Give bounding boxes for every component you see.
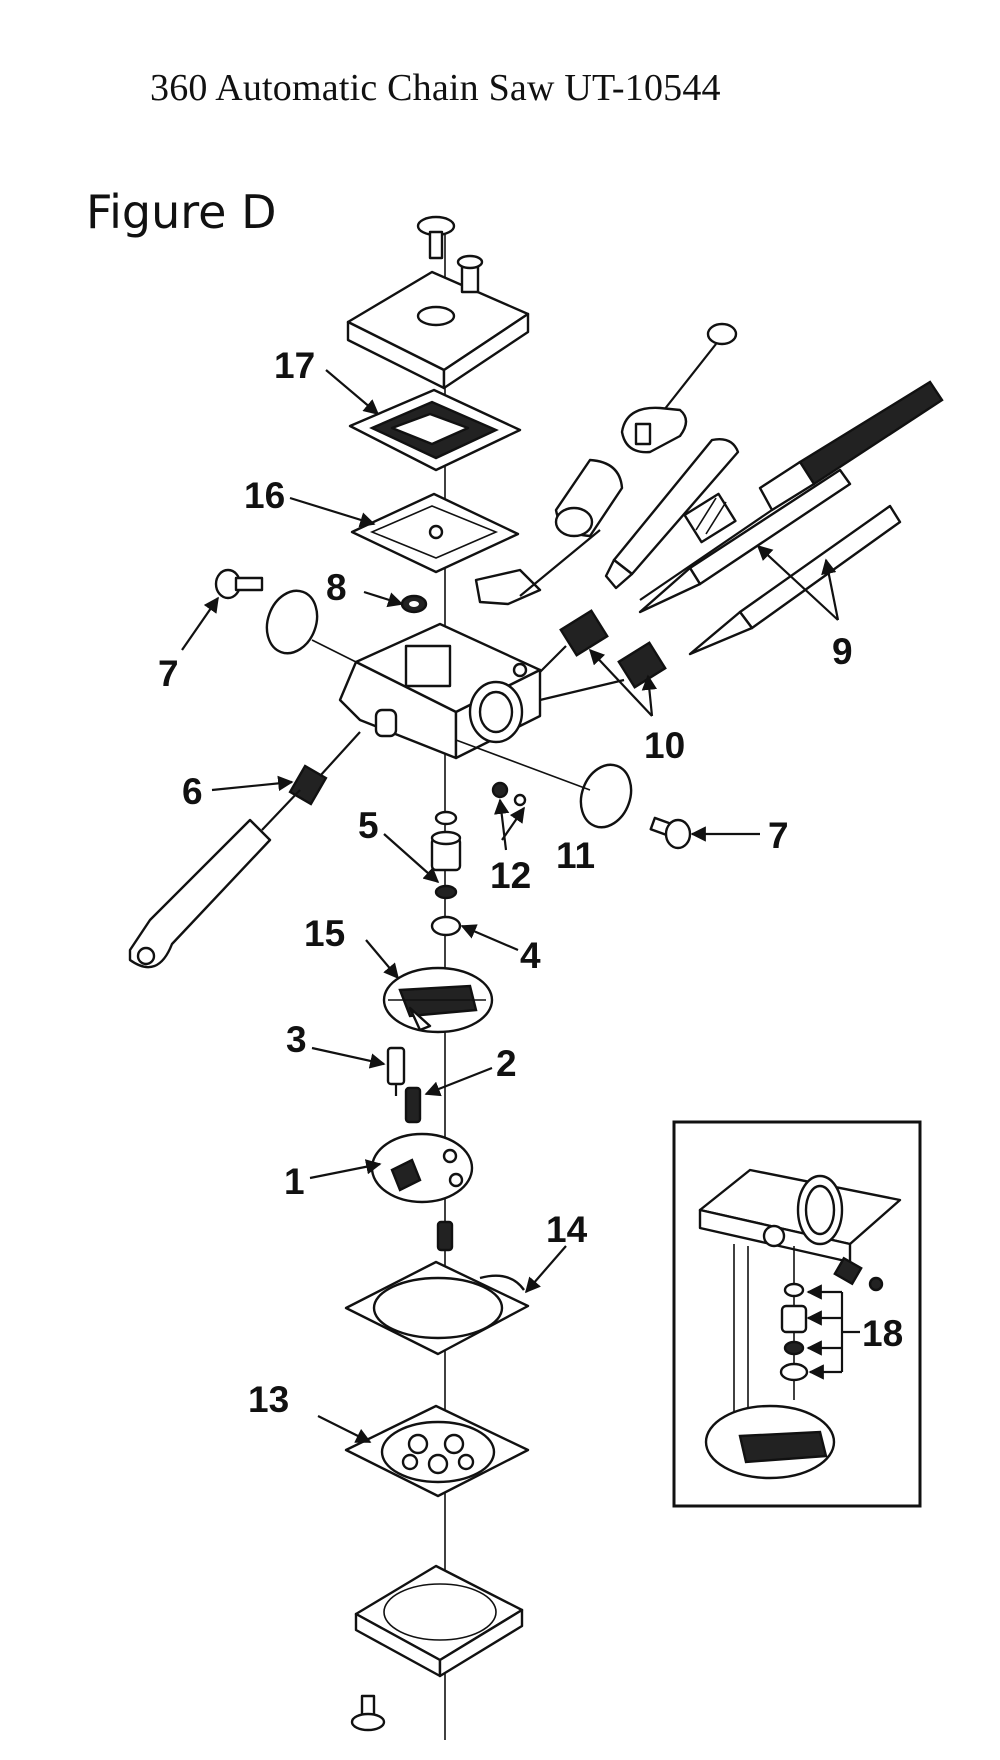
part-11-ball xyxy=(513,793,527,807)
callout-9: 9 xyxy=(832,631,853,672)
callout-12: 12 xyxy=(490,855,531,896)
spring-left xyxy=(539,609,609,673)
callout-13: 13 xyxy=(248,1379,289,1420)
callout-4: 4 xyxy=(520,935,541,976)
choke-lever xyxy=(128,789,301,969)
spring-right xyxy=(539,641,667,702)
callout-3: 3 xyxy=(286,1019,307,1060)
part-15-metering-plate xyxy=(382,966,494,1034)
callout-18: 18 xyxy=(862,1313,903,1354)
callout-7-right: 7 xyxy=(768,815,789,856)
part-2-spring xyxy=(404,1086,422,1124)
part-13-diaphragm xyxy=(344,1404,530,1498)
callout-8: 8 xyxy=(326,567,347,608)
throttle-shaft xyxy=(604,438,740,590)
part-5-check-valve xyxy=(430,810,462,900)
left-screw xyxy=(214,568,264,600)
callout-16: 16 xyxy=(244,475,285,516)
callout-15: 15 xyxy=(304,913,345,954)
shaft-lever xyxy=(474,529,601,606)
top-screw xyxy=(416,215,456,260)
part-17-pump-diaphragm xyxy=(348,388,522,472)
right-welch-plug xyxy=(455,739,633,829)
document-title: 360 Automatic Chain Saw UT-10544 xyxy=(150,67,721,109)
throttle-lever xyxy=(620,406,688,454)
detail-inset xyxy=(672,1120,922,1508)
callout-5: 5 xyxy=(358,805,379,846)
callout-17: 17 xyxy=(274,345,315,386)
needle-lower xyxy=(688,504,902,656)
needle-handle xyxy=(639,380,944,601)
bottom-cover xyxy=(354,1564,524,1678)
callout-14: 14 xyxy=(546,1209,588,1250)
small-spring xyxy=(436,1220,454,1252)
right-screw xyxy=(649,816,692,850)
part-4-retaining-ring xyxy=(430,915,462,937)
callout-10: 10 xyxy=(644,725,685,766)
part-3-inlet-needle xyxy=(386,1046,406,1096)
part-1-metering-cover xyxy=(370,1132,474,1204)
callout-1: 1 xyxy=(284,1161,305,1202)
part-6-lever-spring xyxy=(288,731,361,806)
callout-6: 6 xyxy=(182,771,203,812)
callout-2: 2 xyxy=(496,1043,517,1084)
figure-title: Figure D xyxy=(86,185,277,239)
part-8-fuel-screen xyxy=(400,594,428,614)
bottom-screw xyxy=(350,1694,386,1732)
bushing xyxy=(554,458,624,538)
part-14-gasket xyxy=(344,1260,530,1356)
left-welch-plug xyxy=(265,589,357,663)
callout-7-left: 7 xyxy=(158,653,179,694)
carburetor-body xyxy=(338,622,542,760)
top-cover-plate xyxy=(346,254,530,390)
spring-upper xyxy=(683,492,737,544)
part-12-pin xyxy=(491,781,509,799)
needle-upper xyxy=(638,468,852,614)
throttle-screw xyxy=(663,322,738,411)
callout-11: 11 xyxy=(556,835,595,876)
part-16-pump-gasket xyxy=(350,492,520,574)
